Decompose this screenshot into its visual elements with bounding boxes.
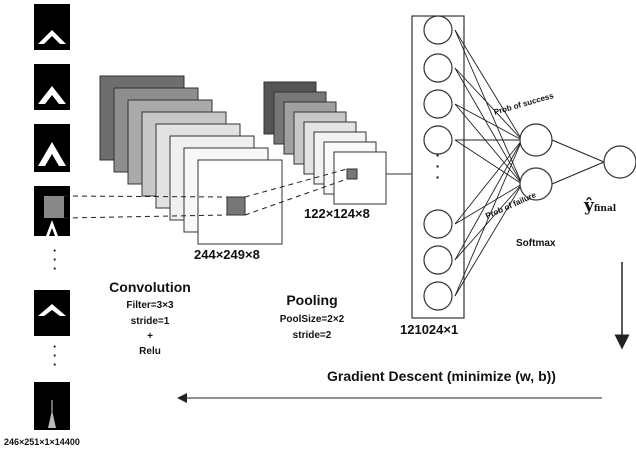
input-frame-4 bbox=[34, 186, 70, 236]
softmax-label: Softmax bbox=[516, 238, 556, 249]
softmax-output-connections bbox=[551, 139, 605, 185]
input-frame-6 bbox=[34, 382, 70, 430]
gradient-descent-label: Gradient Descent (minimize (w, b)) bbox=[327, 368, 556, 384]
softmax-neurons bbox=[519, 123, 553, 201]
dense-neuron bbox=[423, 53, 453, 83]
conv-highlight-patch bbox=[226, 196, 246, 216]
pool-highlight-patch bbox=[346, 168, 358, 180]
conv-title: Convolution bbox=[109, 279, 191, 295]
input-dims-label: 246×251×1×14400 bbox=[4, 437, 80, 447]
conv-activation: Relu bbox=[139, 346, 161, 357]
output-subscript: final bbox=[593, 204, 617, 214]
conv-output-label: 244×249×8 bbox=[194, 247, 260, 262]
dense-neuron bbox=[423, 209, 453, 239]
dense-neuron bbox=[423, 125, 453, 155]
output-label: ŷfinal bbox=[584, 196, 616, 216]
dense-label: 121024×1 bbox=[400, 322, 459, 337]
softmax-neuron-failure bbox=[519, 167, 553, 201]
conv-plus: + bbox=[147, 331, 153, 342]
output-symbol: ŷ bbox=[584, 196, 594, 216]
dense-ellipsis: · · · bbox=[435, 147, 441, 185]
input-ellipsis-1: · · · bbox=[52, 243, 58, 276]
dense-neuron bbox=[423, 15, 453, 45]
output-neuron bbox=[603, 145, 636, 179]
input-frame-1 bbox=[34, 4, 70, 50]
conv-feature-maps bbox=[99, 75, 283, 245]
input-image-stack bbox=[34, 4, 70, 430]
conv-filter: Filter=3×3 bbox=[126, 300, 174, 311]
input-frame-5 bbox=[34, 290, 70, 336]
softmax-neuron-success bbox=[519, 123, 553, 157]
input-frame-2 bbox=[34, 64, 70, 110]
pool-stride: stride=2 bbox=[292, 330, 332, 341]
dense-neuron bbox=[423, 245, 453, 275]
projection-lines bbox=[63, 168, 348, 219]
pool-output-label: 122×124×8 bbox=[304, 206, 370, 221]
pool-size: PoolSize=2×2 bbox=[279, 314, 345, 325]
input-ellipsis-2: · · · bbox=[52, 339, 58, 372]
dense-neurons bbox=[423, 15, 453, 311]
pool-feature-maps bbox=[263, 81, 387, 205]
pool-title: Pooling bbox=[286, 292, 338, 308]
input-frame-3 bbox=[34, 124, 70, 172]
dense-neuron bbox=[423, 89, 453, 119]
dense-softmax-connections bbox=[454, 29, 523, 297]
conv-stride: stride=1 bbox=[130, 316, 170, 327]
dense-neuron bbox=[423, 281, 453, 311]
